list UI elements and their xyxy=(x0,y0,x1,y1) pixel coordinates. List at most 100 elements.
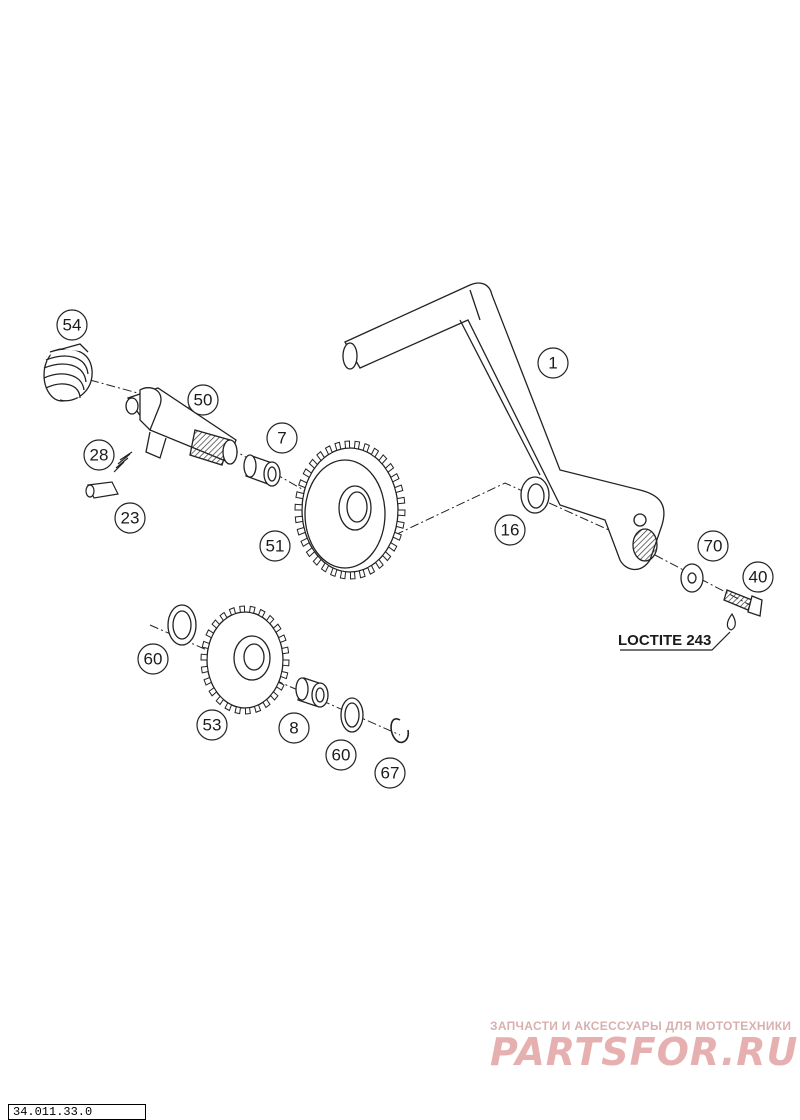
callout-50-label: 50 xyxy=(194,391,213,410)
gear-tooth xyxy=(205,629,215,639)
callout-67-label: 67 xyxy=(381,764,400,783)
watermark-tagline: ЗАПЧАСТИ И АКСЕССУАРЫ ДЛЯ МОТОТЕХНИКИ xyxy=(490,1019,792,1033)
drawing-number: 34.011.33.0 xyxy=(8,1104,146,1120)
gear-tooth xyxy=(302,468,313,479)
part-60-washer-left xyxy=(167,604,197,646)
callout-60-right[interactable]: 60 xyxy=(325,739,357,771)
part-1-kickstart-lever xyxy=(342,282,665,571)
gear-tooth xyxy=(269,691,279,701)
callout-70[interactable]: 70 xyxy=(697,530,729,562)
gear-tooth xyxy=(262,698,271,709)
callout-60-left-label: 60 xyxy=(144,650,163,669)
part-70-washer xyxy=(680,563,704,593)
gear-tooth xyxy=(358,569,366,579)
callout-7-label: 7 xyxy=(277,429,286,448)
gear-tooth xyxy=(203,676,212,686)
callout-1[interactable]: 1 xyxy=(537,347,569,379)
gear-tooth xyxy=(280,670,289,680)
watermark-logo: PARTSFOR.RU xyxy=(490,1030,799,1074)
gear-tooth xyxy=(384,462,395,473)
gear-tooth xyxy=(349,571,356,580)
part-28-spring xyxy=(113,451,133,473)
callout-67[interactable]: 67 xyxy=(374,757,406,789)
part-60-washer-right xyxy=(340,697,364,733)
gear-tooth xyxy=(390,472,400,483)
gear-tooth xyxy=(324,445,333,456)
gear-tooth xyxy=(228,607,237,616)
callout-51-label: 51 xyxy=(266,537,285,556)
gear-tooth xyxy=(265,614,275,625)
gear-tooth xyxy=(200,665,209,674)
gear-tooth xyxy=(329,567,338,578)
part-51-kickstart-gear xyxy=(294,440,406,580)
gear-tooth xyxy=(281,646,290,655)
gear-tooth xyxy=(295,491,305,500)
gear-tooth xyxy=(208,687,218,697)
gear-tooth xyxy=(344,440,351,449)
gear-tooth xyxy=(305,547,316,558)
callout-8-label: 8 xyxy=(289,719,298,738)
gear-tooth xyxy=(312,555,322,566)
part-16-seal-ring xyxy=(520,476,550,514)
callout-60-right-label: 60 xyxy=(332,746,351,765)
gear-tooth xyxy=(394,484,404,494)
gear-tooth xyxy=(362,442,371,453)
gear-tooth xyxy=(396,496,406,505)
gear-tooth xyxy=(201,640,210,650)
callout-51[interactable]: 51 xyxy=(259,530,291,562)
callout-54-label: 54 xyxy=(63,316,82,335)
callout-16-label: 16 xyxy=(501,521,520,540)
gear-tooth xyxy=(397,509,406,517)
gear-tooth xyxy=(253,704,262,713)
callout-53[interactable]: 53 xyxy=(196,709,228,741)
part-53-idler-gear xyxy=(200,605,290,715)
part-54-kickstart-spring xyxy=(43,343,93,402)
part-50-kickstart-shaft xyxy=(125,387,238,466)
gear-tooth xyxy=(320,562,330,573)
callout-53-label: 53 xyxy=(203,716,222,735)
callout-8[interactable]: 8 xyxy=(278,712,310,744)
gear-tooth xyxy=(294,503,303,511)
gear-tooth xyxy=(215,695,225,706)
gear-tooth xyxy=(382,551,392,562)
callout-50[interactable]: 50 xyxy=(187,384,219,416)
gear-tooth xyxy=(298,479,308,489)
gear-tooth xyxy=(308,458,318,469)
gear-tooth xyxy=(395,520,405,529)
callout-28-label: 28 xyxy=(90,446,109,465)
gear-tooth xyxy=(316,450,326,462)
callout-70-label: 70 xyxy=(704,537,723,556)
loctite-leader-line xyxy=(620,631,731,651)
callout-23[interactable]: 23 xyxy=(114,502,146,534)
gear-tooth xyxy=(282,659,290,667)
gear-tooth xyxy=(200,653,208,661)
gear-tooth xyxy=(211,619,221,629)
gear-tooth xyxy=(219,611,228,622)
gear-tooth xyxy=(339,570,347,580)
gear-tooth xyxy=(278,634,287,644)
gear-tooth xyxy=(239,605,246,613)
gear-tooth xyxy=(392,531,402,541)
callout-54[interactable]: 54 xyxy=(56,309,88,341)
gear-tooth xyxy=(387,541,398,552)
gear-tooth xyxy=(249,605,256,614)
loctite-drop-icon xyxy=(726,612,736,631)
gear-tooth xyxy=(300,537,310,548)
part-23-pin xyxy=(85,481,119,499)
callout-16[interactable]: 16 xyxy=(494,514,526,546)
callout-40-label: 40 xyxy=(749,568,768,587)
part-8-needle-bearing xyxy=(295,677,329,708)
gear-tooth xyxy=(374,558,384,570)
callout-23-label: 23 xyxy=(121,509,140,528)
gear-tooth xyxy=(296,526,306,536)
callout-40[interactable]: 40 xyxy=(742,561,774,593)
callout-60-left[interactable]: 60 xyxy=(137,643,169,675)
gear-tooth xyxy=(257,608,266,618)
gear-tooth xyxy=(370,447,380,458)
callout-7[interactable]: 7 xyxy=(266,422,298,454)
gear-tooth xyxy=(234,706,241,715)
gear-tooth xyxy=(367,564,376,575)
gear-tooth xyxy=(294,515,304,524)
callout-28[interactable]: 28 xyxy=(83,439,115,471)
